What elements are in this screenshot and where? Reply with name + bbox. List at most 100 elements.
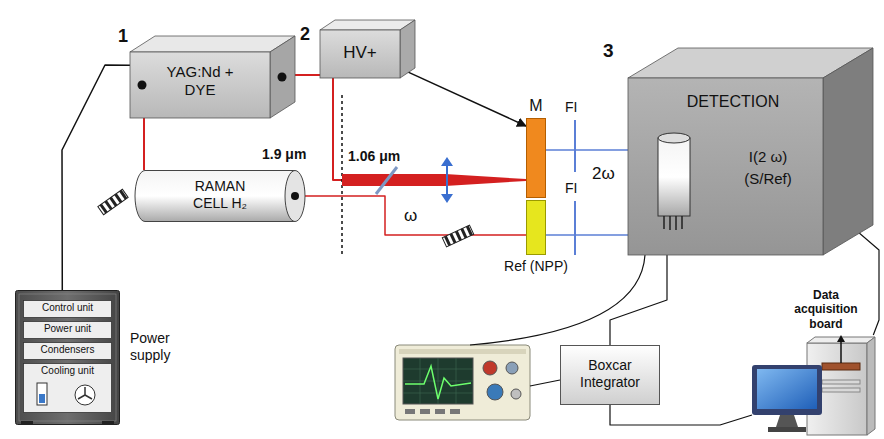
raman-cell-shape-part — [135, 171, 145, 222]
detection-unit-shape-part — [664, 216, 682, 230]
unit-title: DETECTION — [658, 92, 808, 111]
cabinet-module-shape-part — [24, 301, 112, 318]
detection-unit-shape-part — [658, 138, 690, 216]
cabinet-module: Condensers — [23, 342, 112, 360]
board-label: Data acquisition board — [790, 288, 862, 331]
filter-symbol-part — [119, 190, 127, 200]
signal-label: I(2 ω) — [723, 148, 813, 166]
computer-shape — [752, 335, 877, 435]
signal-wire-part — [470, 255, 645, 345]
detection-unit-shape-part — [823, 48, 873, 255]
oscilloscope-part — [487, 384, 503, 400]
cooling-module-shape-part — [39, 394, 45, 403]
sample-mirror-shape-part — [527, 119, 546, 198]
computer-shape-part — [840, 340, 842, 363]
computer-shape-part — [867, 337, 875, 435]
laser-link — [143, 118, 145, 170]
raman-cell-shape-part — [291, 192, 299, 200]
frequency-label: ω — [404, 206, 417, 226]
lens-part — [441, 157, 453, 166]
reference-sample-shape-part — [527, 201, 546, 255]
filter-symbol-part — [98, 189, 128, 214]
cooling-module-shape-part — [78, 387, 92, 399]
hv-supply-shape-part — [400, 20, 415, 78]
cabinet-module-shape-part — [24, 322, 112, 339]
laser-box-shape-part — [130, 36, 295, 52]
laser-box-shape-part — [270, 36, 295, 118]
hv-supply-shape-part — [320, 20, 415, 30]
filter-symbol-part — [450, 233, 457, 243]
filter-symbol-part — [455, 231, 462, 241]
filter-symbol-part — [104, 200, 112, 210]
boxcar-box: Boxcar Integrator — [560, 345, 660, 405]
laser-box: YAG:Nd + DYE — [130, 52, 270, 118]
filter-label: FI — [565, 180, 577, 197]
filter-symbol-part — [460, 228, 467, 238]
power-cabinet: Power supplyControl unitPower unitConden… — [15, 290, 120, 425]
lens-part — [441, 194, 453, 203]
computer-shape-part — [768, 427, 806, 432]
filter-marker-part — [574, 201, 576, 255]
callout-number: 3 — [603, 40, 614, 63]
reference-sample-shape — [526, 200, 546, 255]
raman-cell: RAMAN CELL H₂ — [135, 170, 305, 222]
hv-label: HV+ — [320, 43, 400, 63]
cabinet-module: Control unit — [23, 300, 112, 318]
oscilloscope-part — [403, 358, 473, 404]
filter-label: FI — [565, 99, 577, 116]
reference-beam — [546, 234, 628, 236]
filter-symbol-part — [109, 197, 117, 207]
boxcar-label: Boxcar Integrator — [565, 357, 655, 391]
power-cabinet-shape-part — [102, 421, 114, 425]
pump-beam-part — [342, 174, 526, 186]
cabinet-module: Power unit — [23, 321, 112, 339]
signal-label: (S/Ref) — [723, 170, 813, 188]
boxcar-box-shape-part — [561, 346, 660, 405]
computer-shape-part — [822, 388, 860, 392]
computer-shape-part — [837, 335, 845, 342]
cooling-module-shape-part — [37, 383, 47, 405]
computer-shape-part — [776, 415, 798, 427]
filter-symbol-part — [99, 204, 107, 214]
oscilloscope-part — [403, 358, 473, 404]
module-label: Cooling unit — [23, 365, 112, 377]
cooling-module-shape-part — [24, 364, 112, 413]
pump-beam-path — [270, 75, 526, 180]
frequency-label: 2ω — [592, 164, 615, 184]
detection-unit-shape-part — [628, 78, 823, 255]
cabinet-module-shape-part — [24, 343, 112, 360]
oscilloscope-part — [405, 409, 415, 414]
reference-label: Ref (NPP) — [499, 258, 573, 275]
oscilloscope-part — [511, 389, 521, 399]
filter-marker-part — [574, 120, 576, 172]
harmonic-beam — [546, 149, 628, 151]
oscilloscope-part — [420, 409, 430, 414]
sample-mirror: M — [526, 118, 546, 198]
filter-symbol-part — [466, 226, 473, 236]
wavelength-label: 1.9 μm — [262, 146, 306, 163]
wavelength-label: 1.06 μm — [348, 148, 400, 165]
laser-box-shape-part — [278, 73, 287, 82]
detection-unit-shape-part — [658, 133, 690, 143]
signal-cable — [610, 255, 667, 345]
mirror-label: M — [522, 96, 550, 115]
power-cabinet-shape-part — [19, 294, 116, 421]
filter-symbol-part — [442, 225, 473, 247]
callout-number: 1 — [118, 26, 128, 48]
hv-supply-shape-part — [320, 30, 400, 78]
reference-sample: Ref (NPP) — [526, 200, 546, 255]
sample-mirror-shape — [526, 118, 546, 198]
oscilloscope-part — [506, 362, 518, 374]
oscilloscope-part — [450, 409, 460, 414]
computer-shape-part — [822, 363, 860, 370]
computer: Data acquisition board — [752, 335, 877, 435]
cooling-module-shape-part — [75, 385, 95, 405]
laser-box-shape-part — [130, 52, 270, 118]
beam-splitter-part — [376, 167, 397, 194]
raman-cell-shape-part — [145, 170, 295, 171]
power-cabinet-shape-part — [16, 291, 120, 425]
oscilloscope-part — [405, 366, 471, 399]
computer-shape-part — [757, 369, 817, 409]
signal-wire-part — [530, 380, 560, 386]
